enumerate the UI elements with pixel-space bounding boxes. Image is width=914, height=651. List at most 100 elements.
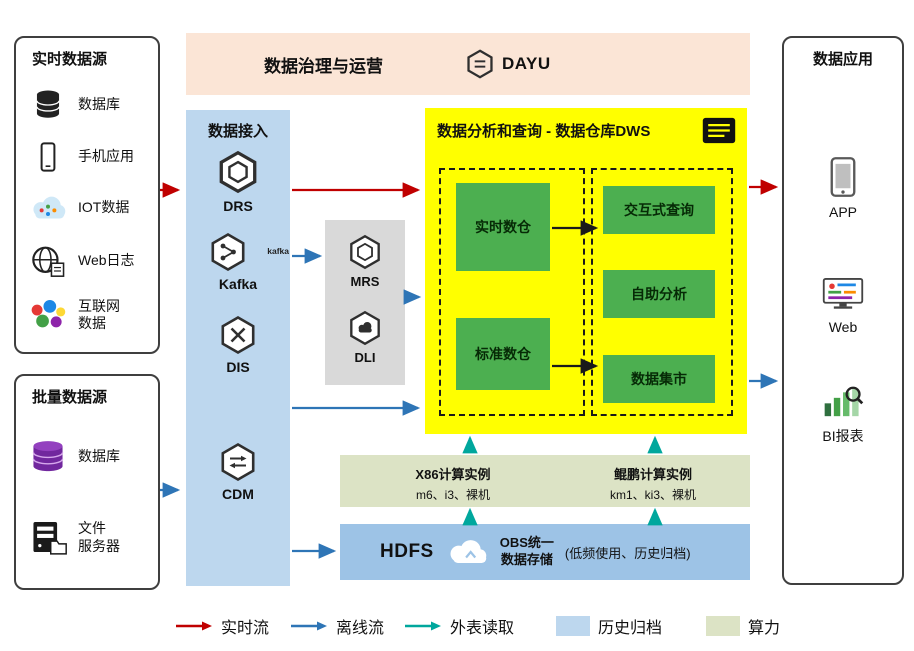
batch-sources-panel: 批量数据源 数据库 (14, 374, 160, 590)
service-drs: DRS (186, 150, 290, 214)
x86-compute-title: X86计算实例 (415, 467, 491, 482)
warehouse-group-outline (439, 168, 585, 416)
app-label: APP (828, 204, 857, 220)
dayu-icon (467, 49, 493, 79)
module-self-service-analysis: 自助分析 (603, 270, 715, 318)
realtime-sources-title: 实时数据源 (32, 51, 108, 68)
source-item-internet-data: 互联网 数据 (26, 298, 152, 333)
file-server-icon (26, 519, 70, 556)
legend-offline-flow: 离线流 (290, 614, 384, 638)
legend-label: 离线流 (336, 620, 385, 637)
governance-title: 数据治理与运营 (264, 56, 383, 76)
app-item-app: APP (784, 156, 902, 220)
offline-flow-arrow-icon (291, 621, 327, 631)
legend-compute-power: 算力 (706, 614, 780, 638)
kunpeng-compute-group: 鲲鹏计算实例 km1、ki3、裸机 (568, 464, 738, 503)
legend-history-archive: 历史归档 (556, 614, 662, 638)
x86-compute-group: X86计算实例 m6、i3、裸机 (368, 464, 538, 503)
source-label: Web日志 (78, 252, 135, 269)
service-dis: DIS (186, 315, 290, 375)
source-label: 手机应用 (78, 147, 134, 164)
service-label: Kafka (218, 276, 258, 292)
app-item-bi-report: BI报表 (784, 383, 902, 446)
source-item-web-logs: Web日志 (26, 244, 152, 279)
legend-label: 外表读取 (450, 620, 515, 637)
service-cdm: CDM (186, 442, 290, 502)
source-label: 互联网 数据 (78, 297, 120, 332)
service-label: CDM (222, 486, 254, 502)
source-item-mobile-app: 手机应用 (26, 141, 152, 173)
kunpeng-compute-spec: km1、ki3、裸机 (609, 488, 696, 502)
source-label: 文件 服务器 (78, 520, 120, 554)
dis-icon (221, 316, 255, 354)
compute-power-swatch (706, 616, 740, 636)
dli-icon (350, 310, 380, 346)
batch-sources-title: 批量数据源 (32, 389, 108, 406)
service-label: DLI (354, 350, 376, 365)
app-label: BI报表 (822, 428, 864, 444)
service-label: DRS (223, 198, 253, 214)
app-item-web: Web (784, 276, 902, 335)
realtime-flow-arrow-icon (176, 621, 212, 631)
purple-database-icon (26, 438, 70, 476)
source-item-iot: IOT数据 (26, 192, 152, 225)
source-item-database: 数据库 (26, 88, 152, 122)
compute-panel: X86计算实例 m6、i3、裸机 鲲鹏计算实例 km1、ki3、裸机 (340, 455, 750, 507)
realtime-sources-list: 数据库 手机应用 (26, 78, 152, 342)
source-label: IOT数据 (78, 199, 130, 216)
storage-note: (低频使用、历史归档) (564, 545, 691, 561)
app-label: Web (828, 319, 858, 335)
database-icon (26, 88, 70, 122)
drs-icon (219, 150, 257, 194)
module-realtime-warehouse: 实时数仓 (456, 183, 550, 271)
legend-external-read: 外表读取 (404, 614, 514, 638)
dws-header: 数据分析和查询 - 数据仓库DWS (425, 108, 747, 145)
dayu-label: DAYU (502, 54, 551, 73)
applications-title: 数据应用 (812, 51, 873, 68)
module-data-mart: 数据集市 (603, 355, 715, 403)
service-label: MRS (350, 274, 380, 289)
internet-data-icon (26, 299, 70, 332)
dayu-brand: DAYU (465, 49, 551, 79)
history-archive-swatch (556, 616, 590, 636)
external-read-arrow-icon (405, 621, 441, 631)
source-label: 数据库 (78, 95, 120, 112)
source-label: 数据库 (78, 448, 120, 464)
dws-panel: 数据分析和查询 - 数据仓库DWS 实时数仓 标准数仓 交互式查询 自助分析 数… (425, 108, 747, 434)
app-phone-icon (830, 157, 856, 197)
data-access-title: 数据接入 (207, 123, 268, 140)
mrs-icon (350, 234, 380, 270)
storage-panel: HDFS OBS统一 数据存储 (低频使用、历史归档) (340, 524, 750, 580)
document-icon (702, 117, 736, 144)
source-item-batch-database: 数据库 (26, 438, 152, 476)
legend-label: 实时流 (221, 620, 270, 637)
globe-icon (26, 244, 70, 279)
kafka-wordmark: kafka (267, 246, 289, 256)
cdm-icon (221, 443, 255, 481)
kunpeng-compute-title: 鲲鹏计算实例 (613, 467, 692, 482)
service-label: DIS (226, 359, 250, 375)
middleware-panel: MRS DLI (325, 220, 405, 385)
batch-sources-list: 数据库 文件 服务器 (26, 416, 152, 578)
module-standard-warehouse: 标准数仓 (456, 318, 550, 390)
governance-banner: 数据治理与运营 DAYU (186, 33, 750, 95)
service-dli: DLI (325, 310, 405, 365)
web-monitor-icon (822, 278, 864, 309)
iot-cloud-icon (26, 192, 70, 225)
obs-storage-label: OBS统一 数据存储 (499, 535, 554, 567)
realtime-sources-panel: 实时数据源 数据库 (14, 36, 160, 354)
service-kafka: kafka Kafka (186, 232, 290, 292)
legend-realtime-flow: 实时流 (175, 614, 269, 638)
phone-icon (26, 141, 70, 173)
dws-title: 数据分析和查询 - 数据仓库DWS (437, 123, 651, 140)
service-mrs: MRS (325, 234, 405, 289)
x86-compute-spec: m6、i3、裸机 (415, 488, 490, 502)
legend-label: 算力 (748, 620, 781, 637)
bi-chart-icon (824, 386, 864, 417)
applications-panel: 数据应用 APP Web (782, 36, 904, 585)
source-item-file-server: 文件 服务器 (26, 519, 152, 556)
query-group-outline (591, 168, 733, 416)
data-access-panel: 数据接入 DRS kafka Kafka (186, 110, 290, 586)
legend-label: 历史归档 (598, 620, 663, 637)
